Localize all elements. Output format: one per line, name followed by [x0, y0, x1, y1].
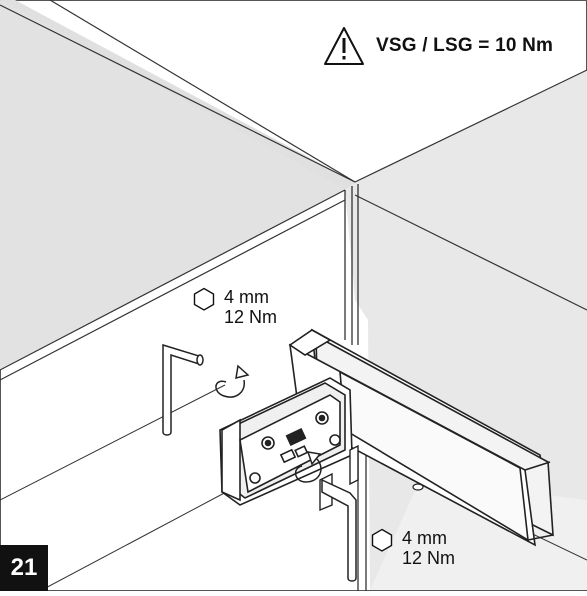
warning-triangle-icon — [324, 27, 364, 65]
spec-size: 4 mm — [402, 528, 447, 548]
edge-line — [0, 189, 346, 371]
spec-size: 4 mm — [224, 287, 269, 307]
wall-left-shade — [0, 0, 345, 370]
edge-line — [0, 4, 356, 183]
edge-line — [0, 199, 346, 381]
edge-line — [49, 0, 356, 183]
glass-clamp — [288, 328, 554, 547]
warning-note: VSG / LSG = 10 Nm — [376, 26, 553, 66]
hinge-block — [219, 377, 353, 506]
hex-key-bottom — [321, 478, 357, 582]
edge-line — [354, 194, 587, 311]
rotation-arrow-left — [215, 364, 250, 398]
hex-key-left — [162, 343, 204, 436]
step-number-badge: 21 — [0, 545, 48, 591]
hex-socket-icon — [371, 528, 393, 552]
edge-line — [354, 69, 587, 183]
torque-spec-upper: 4 mm 12 Nm — [192, 287, 312, 331]
rotation-arrow-bottom — [294, 451, 322, 483]
edge-line — [39, 489, 231, 592]
spec-torque: 12 Nm — [224, 307, 278, 327]
warning-text: VSG / LSG = 10 Nm — [376, 35, 554, 56]
torque-spec-lower: 4 mm 12 Nm — [370, 528, 490, 572]
hex-socket-icon — [193, 287, 215, 311]
spec-torque: 12 Nm — [402, 548, 456, 568]
edge-line — [0, 384, 226, 501]
